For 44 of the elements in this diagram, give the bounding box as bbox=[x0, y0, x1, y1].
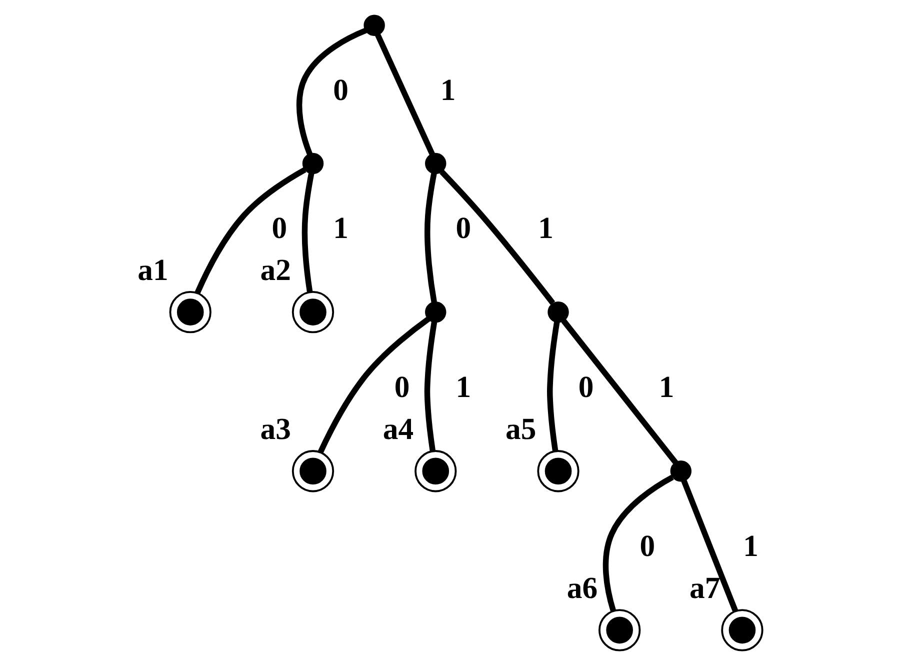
node-circle bbox=[598, 609, 641, 652]
connector bbox=[440, 170, 556, 305]
node-circle bbox=[169, 291, 212, 334]
edge-label: 0 bbox=[272, 210, 288, 245]
connector bbox=[424, 321, 438, 452]
edge-label: 1 bbox=[658, 370, 674, 404]
node-label: a1 bbox=[138, 253, 168, 288]
connector bbox=[375, 33, 435, 156]
node-circle bbox=[414, 450, 457, 492]
node-label: a4 bbox=[382, 412, 414, 446]
connector bbox=[302, 172, 314, 292]
node-label: a2 bbox=[260, 253, 291, 288]
connector bbox=[318, 316, 430, 454]
edge-label: 1 bbox=[456, 370, 472, 404]
edge-label: 0 bbox=[333, 72, 348, 107]
connector bbox=[681, 479, 738, 612]
node-circle bbox=[721, 609, 764, 652]
edge-label: 0 bbox=[640, 529, 656, 564]
connector bbox=[547, 321, 560, 452]
node-label: a5 bbox=[506, 412, 536, 446]
node-label: a6 bbox=[566, 571, 598, 606]
edge-label: 1 bbox=[538, 210, 554, 245]
edge-label: 1 bbox=[333, 210, 348, 245]
connector bbox=[424, 172, 437, 303]
connector bbox=[296, 28, 368, 156]
edge-label: 0 bbox=[578, 370, 594, 404]
connector bbox=[561, 318, 678, 464]
edge-label: 0 bbox=[456, 210, 472, 245]
node-label: a7 bbox=[690, 571, 720, 606]
edge-label: 1 bbox=[743, 529, 758, 564]
node-circle bbox=[292, 450, 334, 492]
node-circle bbox=[292, 291, 334, 334]
node-dot bbox=[425, 152, 446, 174]
node-label: a3 bbox=[260, 412, 291, 446]
node-circle bbox=[537, 450, 580, 492]
edge-label: 0 bbox=[394, 370, 410, 404]
edge-label: 1 bbox=[440, 72, 456, 107]
node-dot bbox=[364, 14, 385, 36]
connector bbox=[194, 167, 306, 294]
node-dot bbox=[302, 152, 324, 174]
node-dot bbox=[548, 301, 569, 323]
node-dot bbox=[670, 460, 692, 482]
connector bbox=[602, 474, 674, 612]
node-dot bbox=[425, 301, 446, 323]
